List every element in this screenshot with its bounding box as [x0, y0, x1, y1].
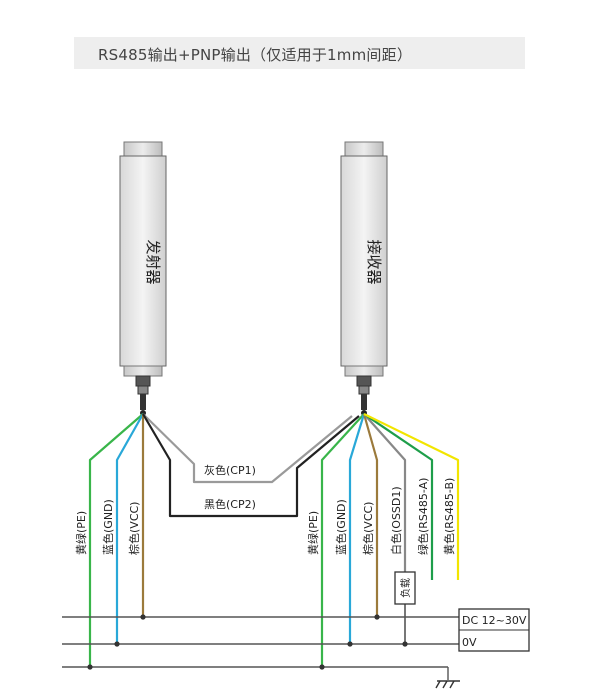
receiver-wire-label-pe: 黄绿(PE) [306, 511, 320, 555]
receiver-wire-pe [320, 413, 365, 667]
emitter-wire-gnd [115, 413, 144, 644]
receiver-wire-label-vcc: 棕色(VCC) [361, 502, 375, 555]
wire-cp1 [142, 413, 353, 484]
page-title: RS485输出+PNP输出（仅适用于1mm间距） [98, 46, 413, 64]
receiver-wires [320, 413, 460, 667]
receiver-wire-rs485b [363, 413, 460, 580]
cp2-label: 黑色(CP2) [204, 497, 256, 511]
receiver-wire-label-ossd1: 白色(OSSD1) [389, 486, 403, 555]
receiver-label: 接收器 [365, 239, 383, 284]
emitter-wire-label-vcc: 棕色(VCC) [127, 502, 141, 555]
load-box: 负载 [394, 571, 416, 605]
receiver-wire-ossd1 [363, 413, 407, 573]
bus-lines [62, 616, 459, 680]
receiver-wire-label-rs485a: 绿色(RS485-A) [416, 478, 430, 555]
junction-dots [87, 614, 408, 670]
receiver-wire-label-rs485b: 黄色(RS485-B) [442, 478, 456, 555]
emitter-device: 发射器 [119, 141, 167, 416]
receiver-wire-label-gnd: 蓝色(GND) [334, 499, 348, 555]
emitter-label: 发射器 [144, 239, 162, 284]
cp1-label: 灰色(CP1) [204, 463, 256, 477]
dc-voltage-label: DC 12~30V [462, 614, 527, 627]
emitter-wire-label-pe: 黄绿(PE) [74, 511, 88, 555]
zero-volt-label: 0V [462, 636, 477, 649]
receiver-wire-rs485a [363, 413, 434, 580]
load-label: 负载 [399, 578, 412, 598]
emitter-wire-label-gnd: 蓝色(GND) [101, 499, 115, 555]
receiver-wire-vcc [362, 413, 379, 617]
wire-cp2 [142, 413, 360, 518]
power-supply-box: DC 12~30V 0V [458, 608, 530, 652]
receiver-wire-gnd [348, 413, 366, 644]
title-bar: RS485输出+PNP输出（仅适用于1mm间距） [74, 37, 525, 69]
receiver-device: 接收器 [340, 141, 388, 416]
emitter-wires [88, 413, 360, 667]
emitter-wire-pe [88, 413, 144, 667]
ground-icon [435, 680, 460, 689]
